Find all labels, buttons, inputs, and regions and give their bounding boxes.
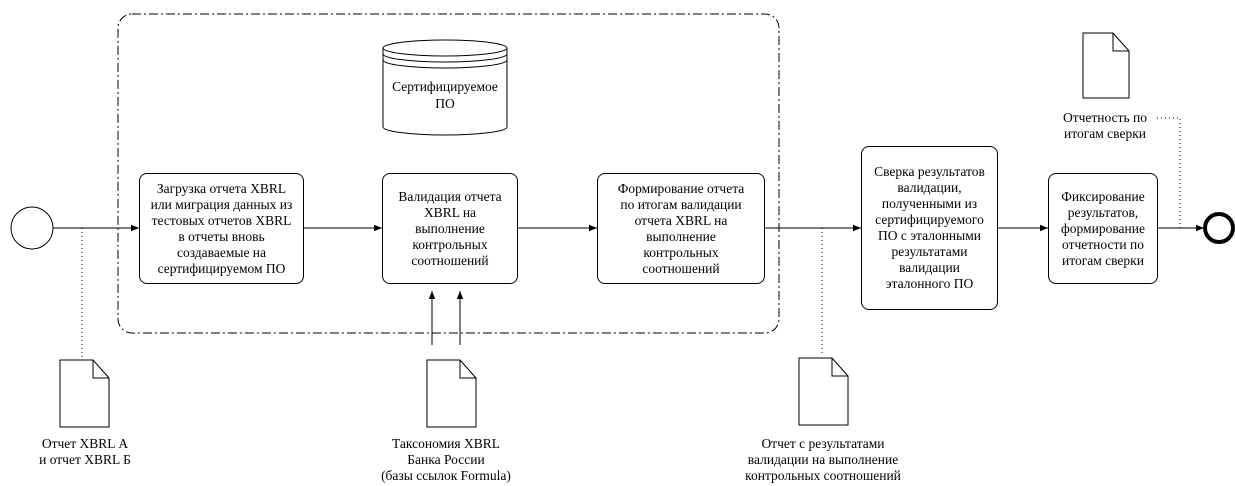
task-validation: Валидация отчета XBRL на выполнение конт… bbox=[382, 173, 518, 284]
document-icon bbox=[798, 357, 849, 426]
database-icon bbox=[382, 39, 508, 136]
database-label: Сертифицируемое ПО bbox=[392, 79, 498, 111]
document-label-input-reports: Отчет XBRL А и отчет XBRL Б bbox=[39, 436, 131, 467]
task-upload-report: Загрузка отчета XBRL или миграция данных… bbox=[139, 173, 304, 284]
task-label: Загрузка отчета XBRL или миграция данных… bbox=[150, 180, 293, 276]
document-icon bbox=[59, 359, 110, 428]
document-label-validation-report: Отчет с результатами валидации на выполн… bbox=[745, 436, 901, 483]
document-label-final-report: Отчетность по итогам сверки bbox=[1062, 110, 1148, 141]
sequence-flows bbox=[53, 224, 1204, 345]
start-event bbox=[10, 206, 54, 250]
end-event bbox=[1203, 212, 1235, 244]
software-group-boundary bbox=[117, 13, 780, 334]
task-label: Фиксирование результатов, формирование о… bbox=[1061, 188, 1145, 268]
document-icon bbox=[1082, 32, 1130, 99]
task-label: Валидация отчета XBRL на выполнение конт… bbox=[398, 188, 502, 268]
task-label: Формирование отчета по итогам валидации … bbox=[617, 180, 745, 276]
document-label-taxonomy: Таксономия XBRL Банка России (базы ссыло… bbox=[381, 436, 511, 483]
associations bbox=[81, 117, 1181, 360]
task-form-report: Формирование отчета по итогам валидации … bbox=[597, 173, 765, 284]
task-label: Сверка результатов валидации, полученным… bbox=[874, 164, 985, 291]
document-icon bbox=[426, 359, 477, 428]
task-compare-results: Сверка результатов валидации, полученным… bbox=[861, 146, 998, 310]
task-record-results: Фиксирование результатов, формирование о… bbox=[1048, 173, 1158, 284]
